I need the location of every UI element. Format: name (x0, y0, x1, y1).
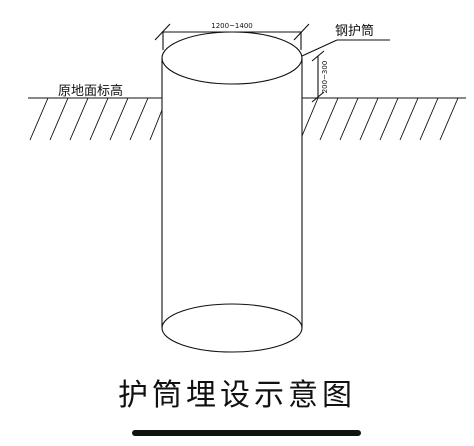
casing-height-tick-top (311, 50, 325, 62)
steel-casing-cylinder (161, 31, 303, 353)
casing-bottom-ellipse (161, 303, 303, 353)
casing-height-label: 200~300 (321, 61, 329, 94)
diameter-label: 1200~1400 (211, 22, 253, 30)
soil-hatch-right (301, 97, 459, 141)
casing-top-ellipse (161, 31, 303, 85)
casing-label: 钢护筒 (335, 23, 374, 39)
casing-callout: 钢护筒 (301, 23, 390, 57)
soil-hatch-left (29, 97, 163, 141)
diagram-title: 护筒埋设示意图 (118, 378, 356, 413)
casing-height-dimension: 200~300 (311, 50, 329, 103)
casing-leader-line (301, 39, 338, 57)
casing-height-tick-bottom (311, 91, 325, 103)
ground-level-label: 原地面标高 (58, 83, 123, 99)
diameter-dimension: 1200~1400 (154, 22, 310, 50)
